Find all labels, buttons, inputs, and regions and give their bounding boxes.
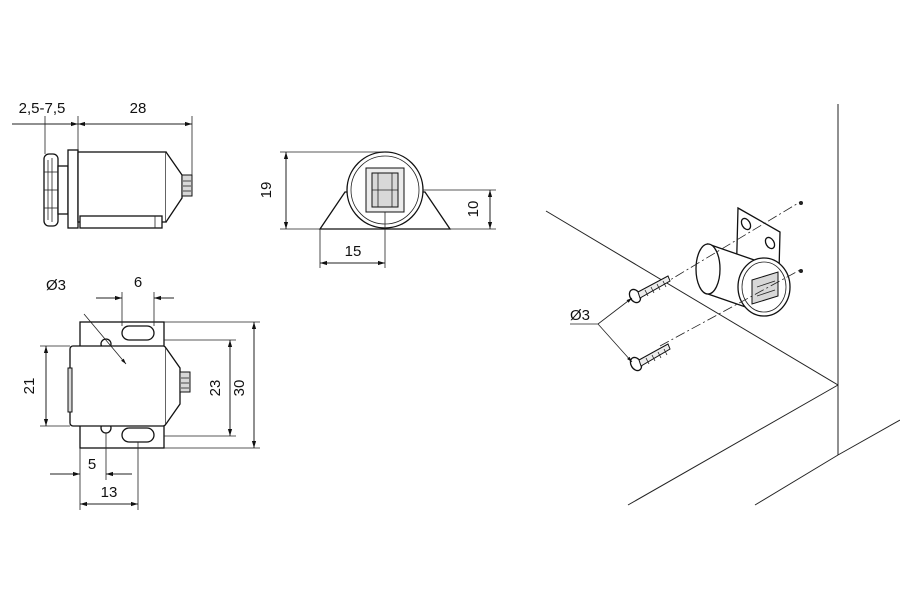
- screw-lower: [629, 343, 671, 372]
- top-view: Ø3 6 21 23 30 5 13: [21, 274, 260, 510]
- front-view: 19 10 15: [258, 151, 496, 268]
- dim-label-hole-spacing: 23: [207, 380, 224, 397]
- slot-bottom: [121, 427, 155, 443]
- dim-label-slot-width: 6: [134, 274, 142, 291]
- dim-label-height: 19: [258, 182, 275, 199]
- dim-label-length: 28: [130, 100, 147, 117]
- dim-label-range: 2,5-7,5: [19, 100, 66, 117]
- dim-label-plate-height: 30: [231, 380, 248, 397]
- dim-label-half-width: 15: [345, 243, 362, 260]
- catch-body-side: [67, 149, 193, 229]
- dim-label-base-height: 10: [465, 201, 482, 218]
- dim-label-screw: Ø3: [570, 307, 590, 324]
- catch-body-top: [69, 345, 167, 427]
- slot-top: [121, 325, 155, 341]
- dim-label-hole-offset: 5: [88, 456, 96, 473]
- dim-label-hole: Ø3: [46, 277, 66, 294]
- adjusting-knob: [43, 153, 69, 227]
- side-view: 2,5-7,5 28: [12, 100, 193, 229]
- installation-view: Ø3: [545, 104, 900, 506]
- dim-label-body-height: 21: [21, 378, 38, 395]
- dim-label-plate-offset: 13: [101, 484, 118, 501]
- screw-upper: [628, 275, 671, 304]
